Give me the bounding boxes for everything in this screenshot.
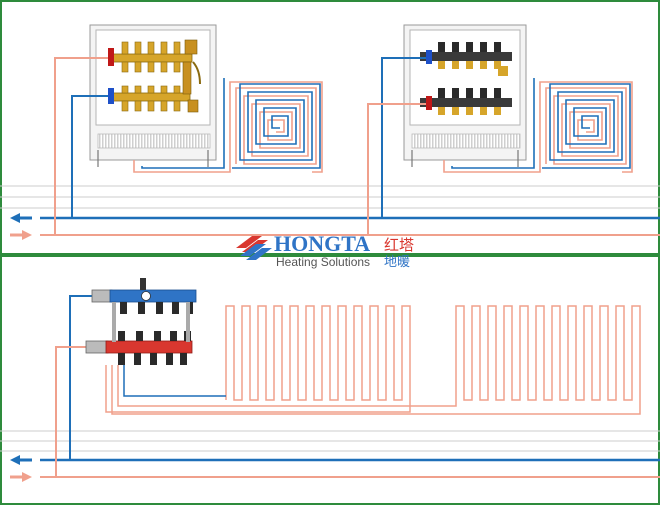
supply-arrow-icon xyxy=(10,213,20,223)
brass-manifold-return xyxy=(108,61,199,113)
feed-pipes-left xyxy=(54,57,108,235)
spiral-loop-right xyxy=(443,78,633,173)
black-manifold-supply xyxy=(420,42,512,76)
cabinet-right xyxy=(403,24,527,167)
brass-manifold-supply xyxy=(108,39,201,85)
brand-name: HONGTA xyxy=(274,231,370,256)
floor-lines-bottom xyxy=(0,430,660,452)
brand-logo: HONGTA Heating Solutions 红塔 地暖 xyxy=(236,231,414,270)
supply-arrow-icon-bottom xyxy=(10,455,20,465)
floor-lines-top xyxy=(0,185,660,209)
feed-pipes-right xyxy=(367,57,426,235)
blue-manifold xyxy=(91,278,197,314)
spiral-loop-left xyxy=(133,78,323,173)
red-manifold xyxy=(85,302,193,365)
serpentine-loop-left xyxy=(105,305,411,413)
black-manifold-return xyxy=(420,50,512,115)
serpentine-loop-right xyxy=(111,305,641,415)
brand-tagline: Heating Solutions xyxy=(276,255,370,269)
brand-cn-line1: 红塔 xyxy=(384,236,414,254)
return-arrow-icon xyxy=(22,230,32,240)
bottom-panel xyxy=(0,278,660,482)
top-panel xyxy=(0,24,660,240)
main-pipes-top xyxy=(10,213,660,240)
logo-stripes-icon xyxy=(236,236,272,260)
brand-cn-line2: 地暖 xyxy=(384,255,410,270)
return-arrow-icon-bottom xyxy=(22,472,32,482)
feed-pipes-bottom xyxy=(55,295,92,477)
main-pipes-bottom xyxy=(10,455,660,482)
